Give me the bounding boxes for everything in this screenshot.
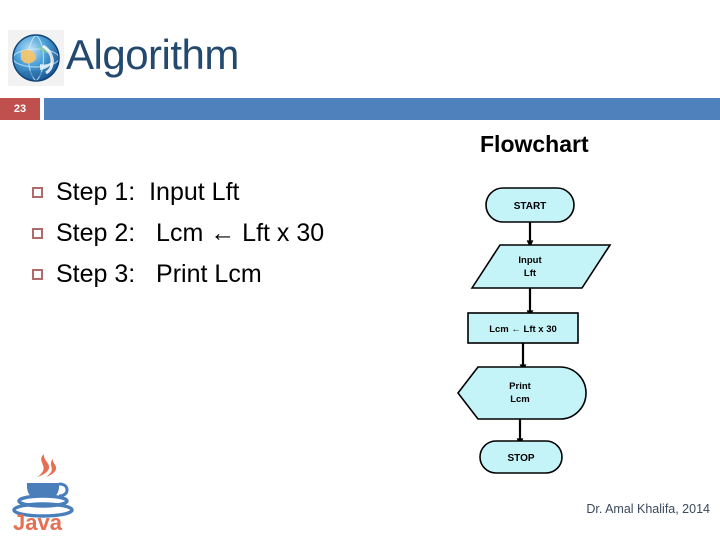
globe-icon <box>8 30 64 86</box>
java-wordmark: Java <box>13 510 63 532</box>
step-label: Step 1: Input Lft <box>56 178 240 206</box>
flowchart-node-stop-label: STOP <box>507 453 534 464</box>
list-item: Step 2: Lcm ← Lft x 30 <box>32 213 432 254</box>
flowchart-heading: Flowchart <box>480 131 589 157</box>
flowchart-node-input-label-line2: Lft <box>524 268 537 279</box>
square-bullet-icon <box>32 228 43 239</box>
flowchart-node-start-label: START <box>514 201 547 212</box>
flowchart-node-print-label-line2: Lcm <box>510 394 530 405</box>
flowchart-node-input: Input Lft <box>470 244 612 289</box>
flowchart-node-process: Lcm ← Lft x 30 <box>467 312 579 344</box>
flowchart-node-start: START <box>485 187 575 223</box>
list-item: Step 1: Input Lft <box>32 172 432 213</box>
square-bullet-icon <box>32 269 43 280</box>
square-bullet-icon <box>32 187 43 198</box>
flowchart-node-print-label-line1: Print <box>509 381 531 392</box>
flowchart-diagram: START Input Lft Lcm ← Lft x 30 Print Lcm <box>432 180 632 480</box>
step-label: Step 3: Print Lcm <box>56 260 262 288</box>
algorithm-steps-list: Step 1: Input Lft Step 2: Lcm ← Lft x 30… <box>32 172 432 295</box>
footer-credit: Dr. Amal Khalifa, 2014 <box>586 502 710 516</box>
flowchart-node-input-label-line1: Input <box>518 255 542 266</box>
slide-number-badge: 23 <box>0 98 44 120</box>
step-label: Step 2: Lcm ← Lft x 30 <box>56 219 325 247</box>
flowchart-node-stop: STOP <box>479 440 563 474</box>
java-logo: Java <box>8 450 80 535</box>
flowchart-node-print: Print Lcm <box>456 366 587 420</box>
list-item: Step 3: Print Lcm <box>32 254 432 295</box>
flowchart-node-process-label: Lcm ← Lft x 30 <box>489 324 557 335</box>
slide-header: Algorithm 23 <box>0 0 720 120</box>
page-title: Algorithm <box>66 31 239 78</box>
header-divider-bar <box>0 98 720 120</box>
